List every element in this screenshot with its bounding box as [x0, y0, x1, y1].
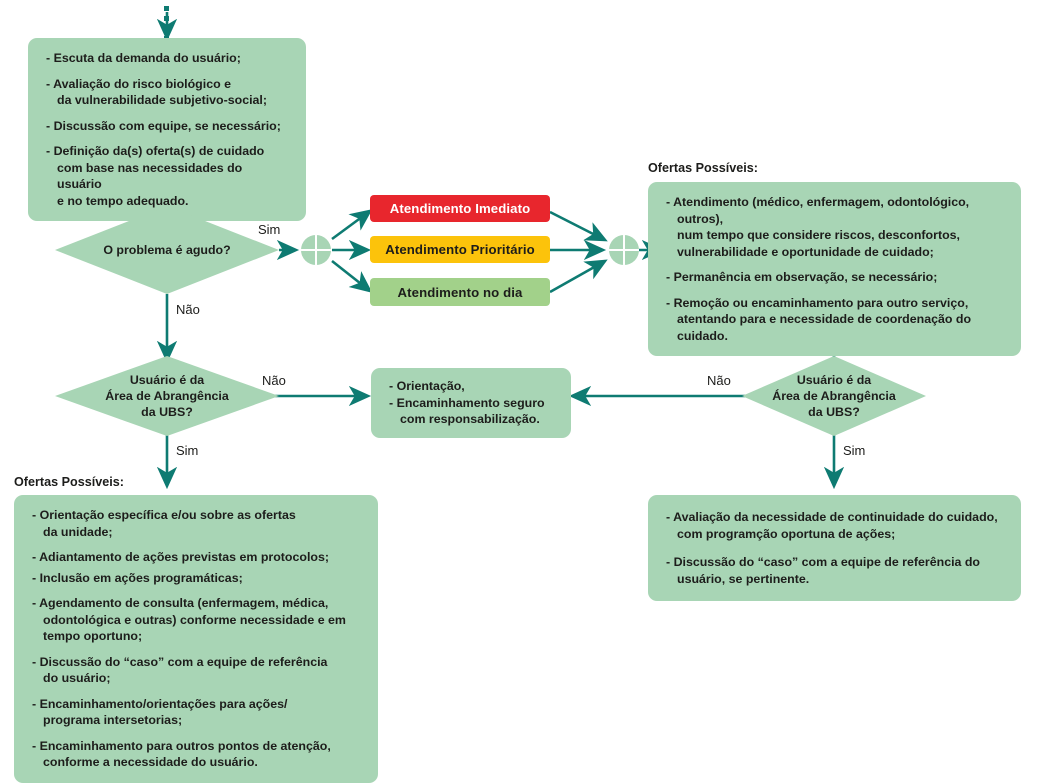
list-item: - Escuta da demanda do usuário; [46, 51, 241, 65]
care-chip-priority[interactable]: Atendimento Prioritário [370, 236, 550, 263]
list-item: - Orientação, [389, 379, 465, 393]
offers-unit-box: - Orientação específica e/ou sobre as of… [14, 495, 378, 783]
edge-label-coverage-right-yes: Sim [843, 443, 866, 458]
list-item: - Avaliação da necessidade de continuida… [666, 510, 998, 541]
offers-acute-list: - Atendimento (médico, enfermagem, odont… [666, 194, 1005, 344]
care-chip-immediate[interactable]: Atendimento Imediato [370, 195, 550, 222]
referral-box: - Orientação, - Encaminhamento seguro co… [371, 368, 571, 438]
offers-unit-list: - Orientação específica e/ou sobre as of… [32, 507, 362, 771]
list-item: - Encaminhamento para outros pontos de a… [32, 738, 331, 770]
list-item: - Permanência em observação, se necessár… [666, 270, 938, 284]
list-item: - Discussão do “caso” com a equipe de re… [32, 654, 328, 686]
list-item: - Avaliação do risco biológico e da vuln… [46, 76, 268, 108]
care-chip-same-day[interactable]: Atendimento no dia [370, 278, 550, 306]
offers-acute-caption: Ofertas Possíveis: [648, 161, 758, 175]
junction-connector-left [301, 235, 331, 265]
list-item: - Encaminhamento seguro com responsabili… [389, 395, 545, 427]
offers-unit-caption: Ofertas Possíveis: [14, 475, 124, 489]
list-item: - Agendamento de consulta (enfermagem, m… [32, 596, 346, 643]
list-item: - Definição da(s) oferta(s) de cuidado c… [46, 144, 265, 208]
list-item: - Atendimento (médico, enfermagem, odont… [666, 195, 970, 259]
decision-coverage-area-left[interactable]: Usuário é da Área de Abrangência da UBS? [55, 356, 279, 436]
list-item: - Orientação específica e/ou sobre as of… [32, 508, 296, 539]
offers-acute-box: - Atendimento (médico, enfermagem, odont… [648, 182, 1021, 356]
decision-coverage-area-right-label: Usuário é da Área de Abrangência da UBS? [772, 372, 896, 420]
decision-coverage-area-right[interactable]: Usuário é da Área de Abrangência da UBS? [742, 356, 926, 436]
intake-actions-box: - Escuta da demanda do usuário; - Avalia… [28, 38, 306, 221]
list-item: - Inclusão em ações programáticas; [32, 570, 243, 585]
junction-connector-right [609, 235, 639, 265]
edge-label-coverage-left-yes: Sim [176, 443, 199, 458]
continuity-of-care-box: - Avaliação da necessidade de continuida… [648, 495, 1021, 601]
edge-label-acute-no: Não [176, 302, 200, 317]
list-item: - Discussão do “caso” com a equipe de re… [666, 555, 980, 586]
flow-continuation-ellipsis-icon [164, 6, 169, 41]
continuity-list: - Avaliação da necessidade de continuida… [666, 509, 1005, 587]
list-item: - Adiantamento de ações previstas em pro… [32, 550, 329, 564]
edge-label-coverage-left-no: Não [262, 373, 286, 388]
decision-acute-problem-label: O problema é agudo? [103, 242, 231, 257]
decision-acute-problem[interactable]: O problema é agudo? [55, 206, 279, 294]
decision-coverage-area-left-label: Usuário é da Área de Abrangência da UBS? [105, 372, 229, 420]
list-item: - Discussão com equipe, se necessário; [46, 118, 281, 133]
list-item: - Encaminhamento/orientações para ações/… [32, 696, 288, 728]
edge-label-coverage-right-no: Não [707, 373, 731, 388]
referral-list: - Orientação, - Encaminhamento seguro co… [389, 378, 555, 428]
edge-label-acute-yes: Sim [258, 222, 281, 237]
list-item: - Remoção ou encaminhamento para outro s… [666, 295, 972, 343]
intake-actions-list: - Escuta da demanda do usuário; - Avalia… [46, 50, 290, 209]
